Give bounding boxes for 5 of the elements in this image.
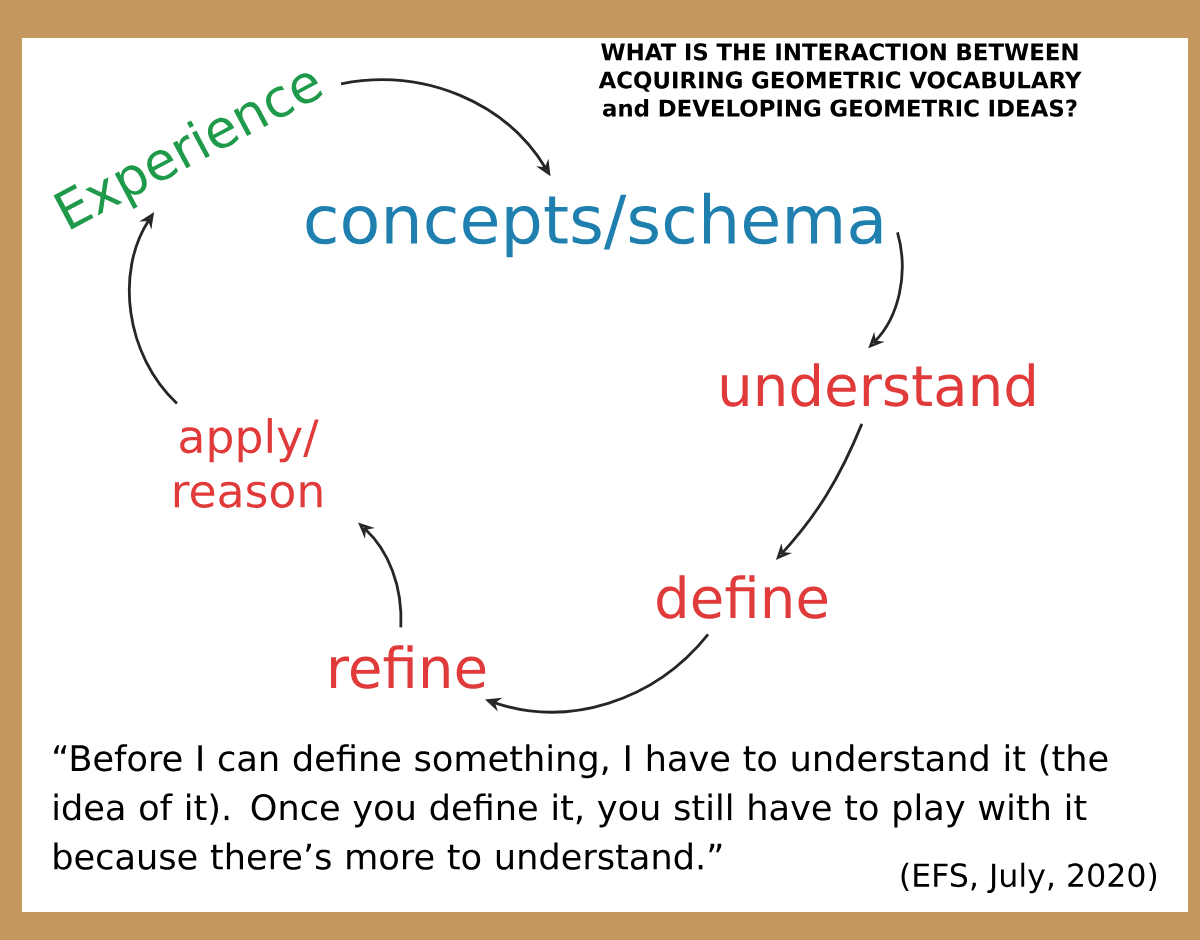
- step-word: apply/ reason: [174, 418, 322, 508]
- step-word: refine: [331, 645, 486, 689]
- question-heading: WHAT IS THE INTERACTION BETWEEN ACQUIRING GEOMETRIC VOCABULARY and DEVELOPING GEOMETRIC IDEAS?: [598, 43, 1082, 117]
- step-word: understand: [721, 363, 1034, 407]
- step-word: define: [657, 575, 827, 619]
